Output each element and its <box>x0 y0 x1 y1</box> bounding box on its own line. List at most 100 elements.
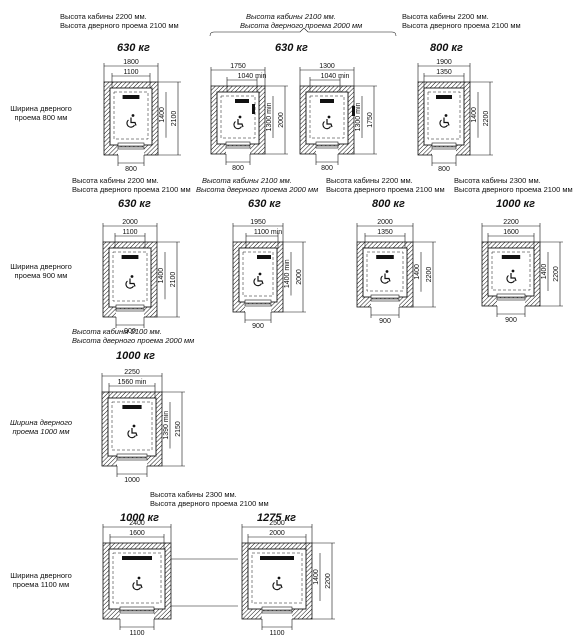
note-line: Высота кабины 2100 мм. <box>202 176 292 185</box>
weight-label: 630 кг <box>118 198 151 210</box>
door-sill <box>115 304 145 309</box>
door-sill <box>225 141 251 146</box>
control-panel <box>252 104 255 114</box>
dimension-label: 1100 <box>123 69 138 76</box>
door-sill <box>244 299 272 304</box>
dimension-label: 1300 <box>319 63 335 70</box>
dimension-label: 2100 <box>170 272 177 288</box>
cabin-outline <box>112 552 162 604</box>
dimension-label: 1400 <box>313 569 320 585</box>
note-line: Высота дверного проема 2100 мм <box>454 185 573 194</box>
cabin-outline <box>111 401 153 451</box>
note-line: Высота дверного проема 2100 мм <box>326 185 445 194</box>
note-line: Высота кабины 2200 мм. <box>326 176 413 185</box>
note-line: Высота дверного проема 2000 мм <box>72 336 195 345</box>
cabin-outline <box>242 251 274 297</box>
dimension-label: 1400 min <box>284 259 291 288</box>
note-4: Высота кабины 2200 мм. Высота дверного п… <box>72 176 191 194</box>
note-8: Высота кабины 2100 мм. Высота дверного п… <box>72 327 194 345</box>
weight-label: 1275 кг <box>257 512 296 524</box>
door-sill <box>119 606 155 611</box>
door-sill <box>431 142 457 147</box>
dimension-label: 1400 <box>158 268 165 284</box>
note-line: Высота кабины 2100 мм. <box>246 12 336 21</box>
door-sill <box>261 606 293 611</box>
dimension-label: 2200 <box>503 219 519 226</box>
note-line: Высота кабины 2200 мм. <box>402 12 489 21</box>
dimension-label: 2100 <box>171 111 178 127</box>
dimension-label: 1040 min <box>321 73 350 80</box>
door-opening <box>120 612 154 620</box>
note-line: Высота дверного проема 2100 мм <box>150 499 269 508</box>
handrail <box>501 255 521 259</box>
dimension-label: 2200 <box>426 267 433 283</box>
dimension-label: 900 <box>379 318 391 325</box>
note-line: Высота дверного проема 2000 мм <box>196 185 319 194</box>
handrail <box>235 99 249 103</box>
cabin-outline <box>491 251 531 291</box>
door-sill <box>115 308 145 312</box>
dimension-label: 2200 <box>325 573 332 589</box>
row-label-1100: Ширина дверного проема 1100 мм <box>10 571 72 589</box>
door-opening <box>245 305 271 313</box>
door-sill <box>370 294 400 299</box>
dimension-label: 900 <box>252 323 264 330</box>
door-opening <box>226 147 250 155</box>
note-line: Высота кабины 2200 мм. <box>60 12 147 21</box>
dimension-label: 2150 <box>175 421 182 437</box>
dimension-label: 1950 <box>250 219 266 226</box>
note-1: Высота кабины 2200 мм. Высота дверного п… <box>60 12 179 30</box>
dimension-label: 1390 min <box>163 411 170 440</box>
dimension-label: 2000 <box>269 530 285 537</box>
dimension-label: 1350 <box>436 69 452 76</box>
cabin-outline <box>112 251 148 302</box>
dimension-label: 1400 <box>414 264 421 280</box>
dimension-label: 1350 <box>377 229 393 236</box>
door-sill <box>370 298 400 302</box>
dimension-label: 1040 min <box>238 73 267 80</box>
note-line: Высота дверного проема 2100 мм <box>60 21 179 30</box>
dimension-label: 2500 <box>269 520 285 527</box>
note-line: Высота дверного проема 2000 мм <box>240 21 363 30</box>
cabin-outline <box>220 95 256 139</box>
dimension-label: 1560 min <box>118 379 147 386</box>
dimension-label: 2200 <box>483 111 490 127</box>
note-5: Высота кабины 2100 мм. Высота дверного п… <box>196 176 318 194</box>
door-sill <box>117 146 145 150</box>
group-brace <box>209 27 397 37</box>
door-sill <box>119 610 155 614</box>
note-line: Высота дверного проема 2100 мм <box>402 21 521 30</box>
door-opening <box>316 147 338 155</box>
door-sill <box>496 297 526 301</box>
dimension-label: 2000 <box>377 219 393 226</box>
door-opening <box>371 300 399 308</box>
dimension-label: 1750 <box>230 63 246 70</box>
dimension-label: 1750 <box>367 112 374 128</box>
weight-label: 1000 кг <box>496 198 535 210</box>
door-opening <box>432 148 456 156</box>
weight-label: 800 кг <box>372 198 405 210</box>
weight-label: 1000 кг <box>116 350 155 362</box>
cabin-outline <box>366 251 404 292</box>
door-sill <box>315 145 339 149</box>
dimension-label: 2000 <box>278 112 285 128</box>
door-opening <box>497 299 525 307</box>
dimension-label: 1100 min <box>254 229 282 236</box>
dimension-label: 2200 <box>553 266 560 282</box>
dimension-label: 1800 <box>123 59 139 66</box>
door-sill <box>261 610 293 614</box>
handrail <box>122 556 152 560</box>
dimension-label: 1100 <box>122 229 137 236</box>
dimension-label: 2250 <box>124 369 140 376</box>
note-6: Высота кабины 2200 мм. Высота дверного п… <box>326 176 445 194</box>
door-opening <box>116 310 144 318</box>
door-opening <box>118 148 144 156</box>
